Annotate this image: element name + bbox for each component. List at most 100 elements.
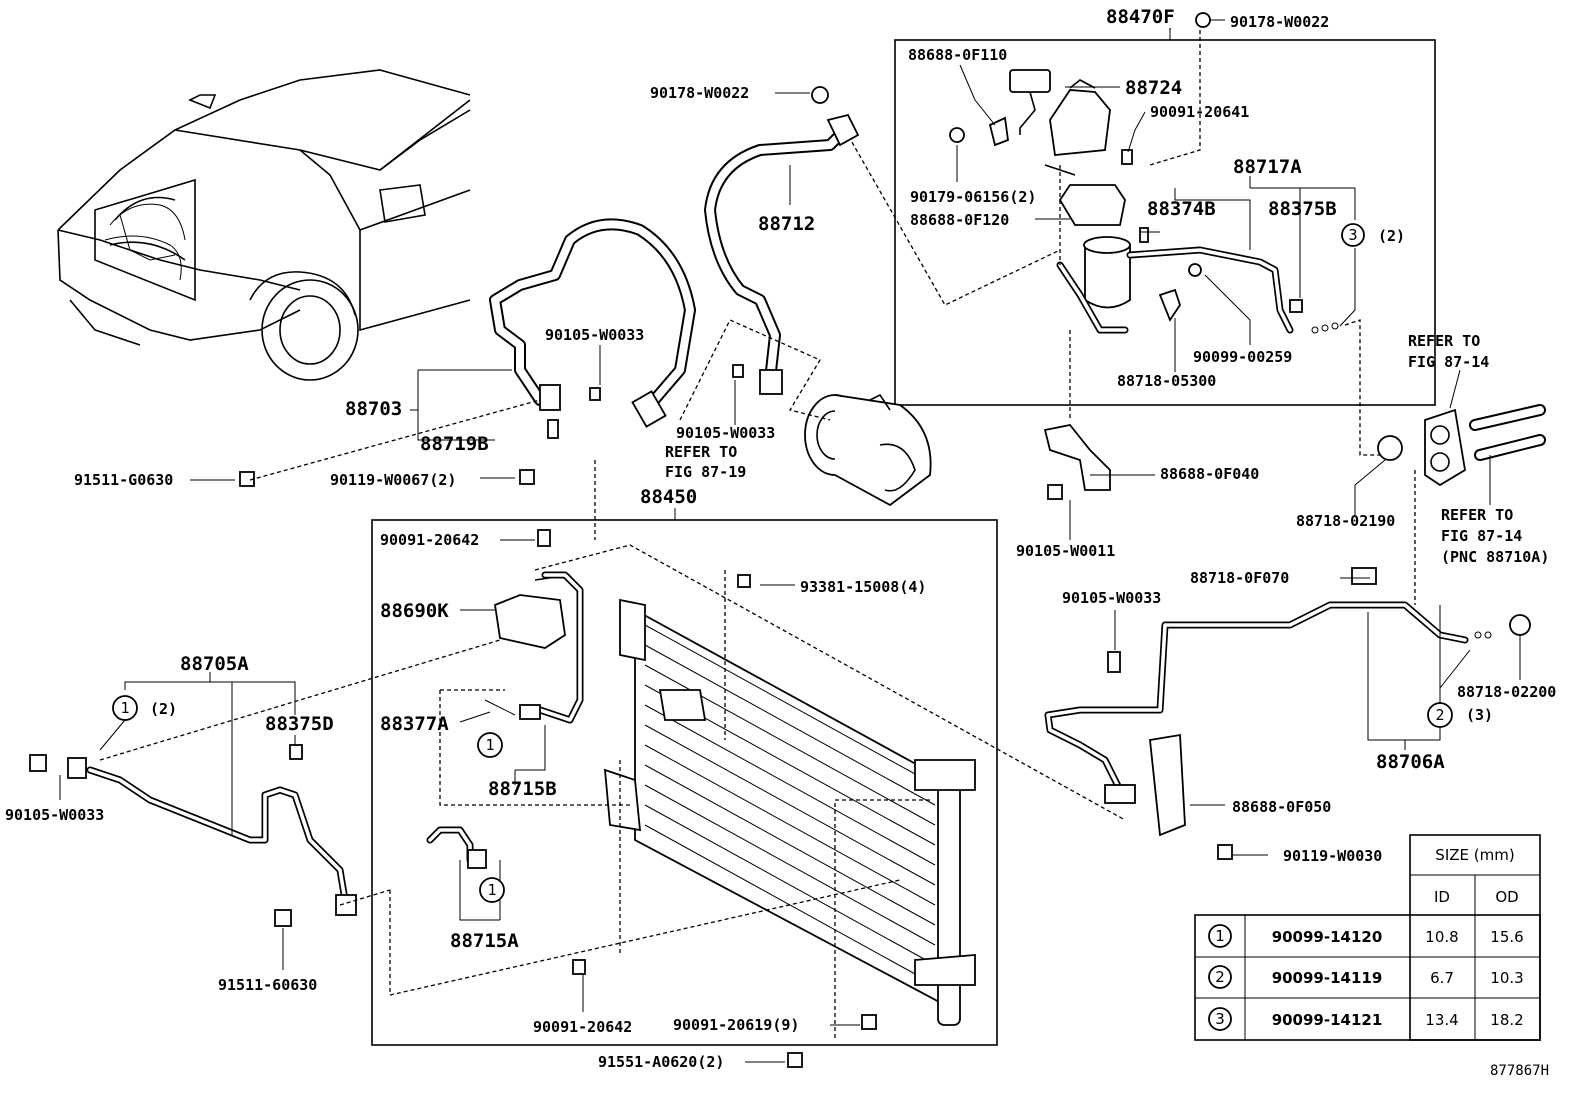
- label-qty-3: (2): [1378, 227, 1405, 245]
- size-table-col-id: ID: [1434, 888, 1450, 906]
- nut-90179-06156: [949, 127, 965, 143]
- bracket-88688-0F040: [1043, 424, 1111, 491]
- size-row-1-od: 15.6: [1490, 928, 1523, 946]
- label-refer-fig-87-14-a-line1: REFER TO: [1408, 332, 1480, 350]
- marker-1-low-text: 1: [487, 881, 496, 899]
- label-90179-06156: 90179-06156(2): [910, 188, 1036, 206]
- label-93381-15008: 93381-15008(4): [800, 578, 926, 596]
- label-88718-05300: 88718-05300: [1117, 372, 1216, 390]
- size-row-2-id: 6.7: [1430, 969, 1454, 987]
- label-88715A: 88715A: [450, 930, 519, 952]
- size-row-2-od: 10.3: [1490, 969, 1523, 987]
- label-90105-W0033-b: 90105-W0033: [676, 424, 775, 442]
- bolt-93381-15008: [737, 574, 751, 588]
- marker-3-circle: [1341, 223, 1365, 247]
- pipe-88706A: [1044, 601, 1531, 804]
- label-qty-2: (3): [1466, 706, 1493, 724]
- leaders-condenser: [459, 539, 860, 1063]
- size-row-1-part: 90099-14120: [1272, 928, 1383, 946]
- label-88724: 88724: [1125, 77, 1182, 99]
- callout-labels: 88470F 90178-W0022 88688-0F110 88724 900…: [5, 6, 1556, 1079]
- pipe-88715B: [519, 571, 584, 724]
- compressor: [804, 393, 932, 507]
- size-row-2-mark: 2: [1215, 968, 1225, 986]
- leaders-right: [1069, 369, 1521, 856]
- bolt-90091-20642: [537, 529, 551, 547]
- label-88718-0F070: 88718-0F070: [1190, 569, 1289, 587]
- size-row-3-id: 13.4: [1425, 1011, 1458, 1029]
- label-88703: 88703: [345, 398, 402, 420]
- label-88718-02200: 88718-02200: [1457, 683, 1556, 701]
- label-88690K: 88690K: [380, 600, 449, 622]
- label-refer-fig-87-19-line1: REFER TO: [665, 443, 737, 461]
- cap-88375D: [289, 744, 303, 760]
- label-88470F: 88470F: [1106, 6, 1175, 28]
- label-90091-20642-b: 90091-20642: [533, 1018, 632, 1036]
- label-88688-0F120: 88688-0F120: [910, 211, 1009, 229]
- label-90099-00259: 90099-00259: [1193, 348, 1292, 366]
- label-88718-02190: 88718-02190: [1296, 512, 1395, 530]
- label-88717A: 88717A: [1233, 156, 1302, 178]
- label-90105-W0033-d: 90105-W0033: [5, 806, 104, 824]
- vehicle-illustration: [57, 69, 471, 381]
- label-90105-W0033-c: 90105-W0033: [1062, 589, 1161, 607]
- size-row-3-od: 18.2: [1490, 1011, 1523, 1029]
- leaders-box: [956, 64, 1356, 372]
- marker-2-text: 2: [1435, 706, 1444, 724]
- marker-1-mid-circle: [477, 732, 503, 758]
- label-91551-A0620: 91551-A0620(2): [598, 1053, 724, 1071]
- receiver-dryer-88374B: [1056, 227, 1149, 334]
- marker-3-text: 3: [1348, 226, 1357, 244]
- label-refer-fig-87-14-b-line3: (PNC 88710A): [1441, 548, 1549, 566]
- marker-2-circle: [1427, 702, 1453, 728]
- marker-1-low-circle: [479, 877, 505, 903]
- cap-88718-02200: [1509, 614, 1531, 636]
- label-88706A: 88706A: [1376, 751, 1445, 773]
- pipe-88715A: [426, 826, 487, 869]
- receiver-assembly-box: [894, 39, 1436, 406]
- bolts-center: [239, 364, 744, 487]
- label-90105-W0011: 90105-W0011: [1016, 542, 1115, 560]
- label-91511-G0630: 91511-G0630: [74, 471, 173, 489]
- label-90091-20642-a: 90091-20642: [380, 531, 479, 549]
- label-88705A: 88705A: [180, 653, 249, 675]
- label-qty-1-left: (2): [150, 700, 177, 718]
- size-row-1-mark: 1: [1215, 927, 1225, 945]
- nut-90178-W0022: [811, 86, 829, 104]
- leaders-center: [190, 19, 1225, 481]
- label-90105-W0033-a: 90105-W0033: [545, 326, 644, 344]
- connector-block: [1377, 404, 1546, 487]
- label-90178-W0022: 90178-W0022: [650, 84, 749, 102]
- label-90091-20641: 90091-20641: [1150, 103, 1249, 121]
- bolt-90105-W0033: [29, 754, 47, 772]
- label-refer-fig-87-19-line2: FIG 87-19: [665, 463, 746, 481]
- marker-1-mid-text: 1: [485, 736, 494, 754]
- label-88712: 88712: [758, 213, 815, 235]
- leaders-left: [59, 672, 296, 970]
- size-row-3-mark: 3: [1215, 1010, 1225, 1028]
- bolt-91511-60630: [274, 909, 292, 927]
- size-table-col-od: OD: [1495, 888, 1518, 906]
- condenser-core: [603, 598, 976, 1026]
- label-refer-fig-87-14-a-line2: FIG 87-14: [1408, 353, 1489, 371]
- size-table: SIZE (mm) ID OD 1 90099-14120 10.8 15.6 …: [1194, 834, 1541, 1041]
- circle-markers: 3 1 1 1 2: [112, 223, 1453, 903]
- bolt-90099-00259: [1188, 263, 1202, 277]
- nut-90178-W0022-top: [1195, 12, 1211, 28]
- bracket-88688-0F050: [1149, 733, 1186, 837]
- label-refer-fig-87-14-b-line1: REFER TO: [1441, 506, 1513, 524]
- label-refer-fig-87-14-b-line2: FIG 87-14: [1441, 527, 1522, 545]
- size-row-3-part: 90099-14121: [1272, 1011, 1383, 1029]
- label-91511-60630: 91511-60630: [218, 976, 317, 994]
- bracket-88690K: [494, 574, 571, 649]
- marker-1-left-text: 1: [120, 699, 129, 717]
- label-88719B: 88719B: [420, 433, 489, 455]
- label-88450: 88450: [640, 486, 697, 508]
- label-88375B: 88375B: [1268, 198, 1337, 220]
- marker-1-left-circle: [112, 695, 138, 721]
- fitting-88703: [539, 384, 561, 411]
- label-90091-20619: 90091-20619(9): [673, 1016, 799, 1034]
- pressure-switch-group: [1009, 69, 1111, 156]
